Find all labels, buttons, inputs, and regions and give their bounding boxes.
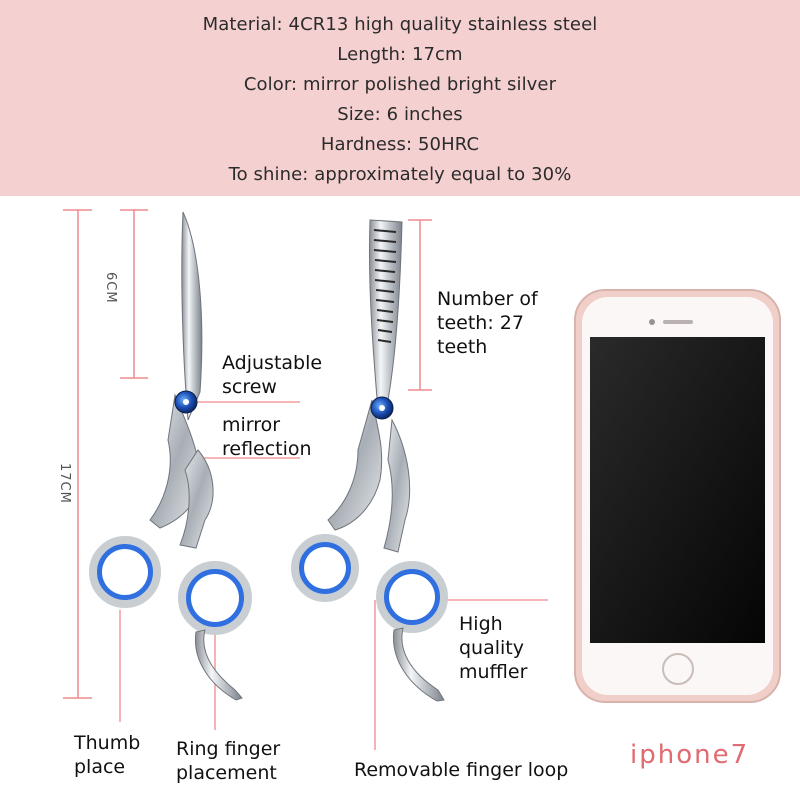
dimension-label-6cm: 6CM	[103, 272, 118, 304]
thinning-teeth	[373, 229, 397, 343]
thinning-scissors	[291, 219, 448, 702]
dimension-guide-6cm	[120, 209, 148, 379]
spec-color: Color: mirror polished bright silver	[243, 74, 557, 95]
callout-adjustable-screw: Adjustable screw	[222, 352, 323, 398]
spec-size: Size: 6 inches	[337, 104, 463, 125]
spec-hardness: Hardness: 50HRC	[320, 134, 480, 155]
callout-muffler: High quality muffler	[459, 613, 528, 683]
dimension-guide-teeth	[408, 219, 432, 391]
cutting-scissors	[89, 211, 252, 701]
dimension-label-17cm: 17CM	[57, 463, 72, 504]
callout-ring-finger: Ring finger placement	[176, 738, 281, 784]
callout-removable-loop: Removable finger loop	[354, 759, 569, 781]
spec-panel: Material: 4CR13 high quality stainless s…	[0, 0, 800, 196]
callout-thumb-place: Thumb place	[74, 732, 141, 778]
callout-lines	[119, 401, 548, 750]
callout-teeth-count: Number of teeth: 27 teeth	[437, 288, 538, 358]
callout-mirror-reflection: mirror reflection	[222, 414, 312, 460]
dimension-guide-17cm	[63, 209, 92, 699]
spec-length: Length: 17cm	[337, 44, 463, 65]
spec-material: Material: 4CR13 high quality stainless s…	[202, 14, 598, 35]
phone-size-reference	[574, 289, 781, 703]
spec-shine: To shine: approximately equal to 30%	[228, 164, 572, 185]
phone-screen	[590, 337, 765, 643]
phone-model-label: iphone7	[630, 740, 750, 770]
home-button-icon	[662, 653, 694, 685]
